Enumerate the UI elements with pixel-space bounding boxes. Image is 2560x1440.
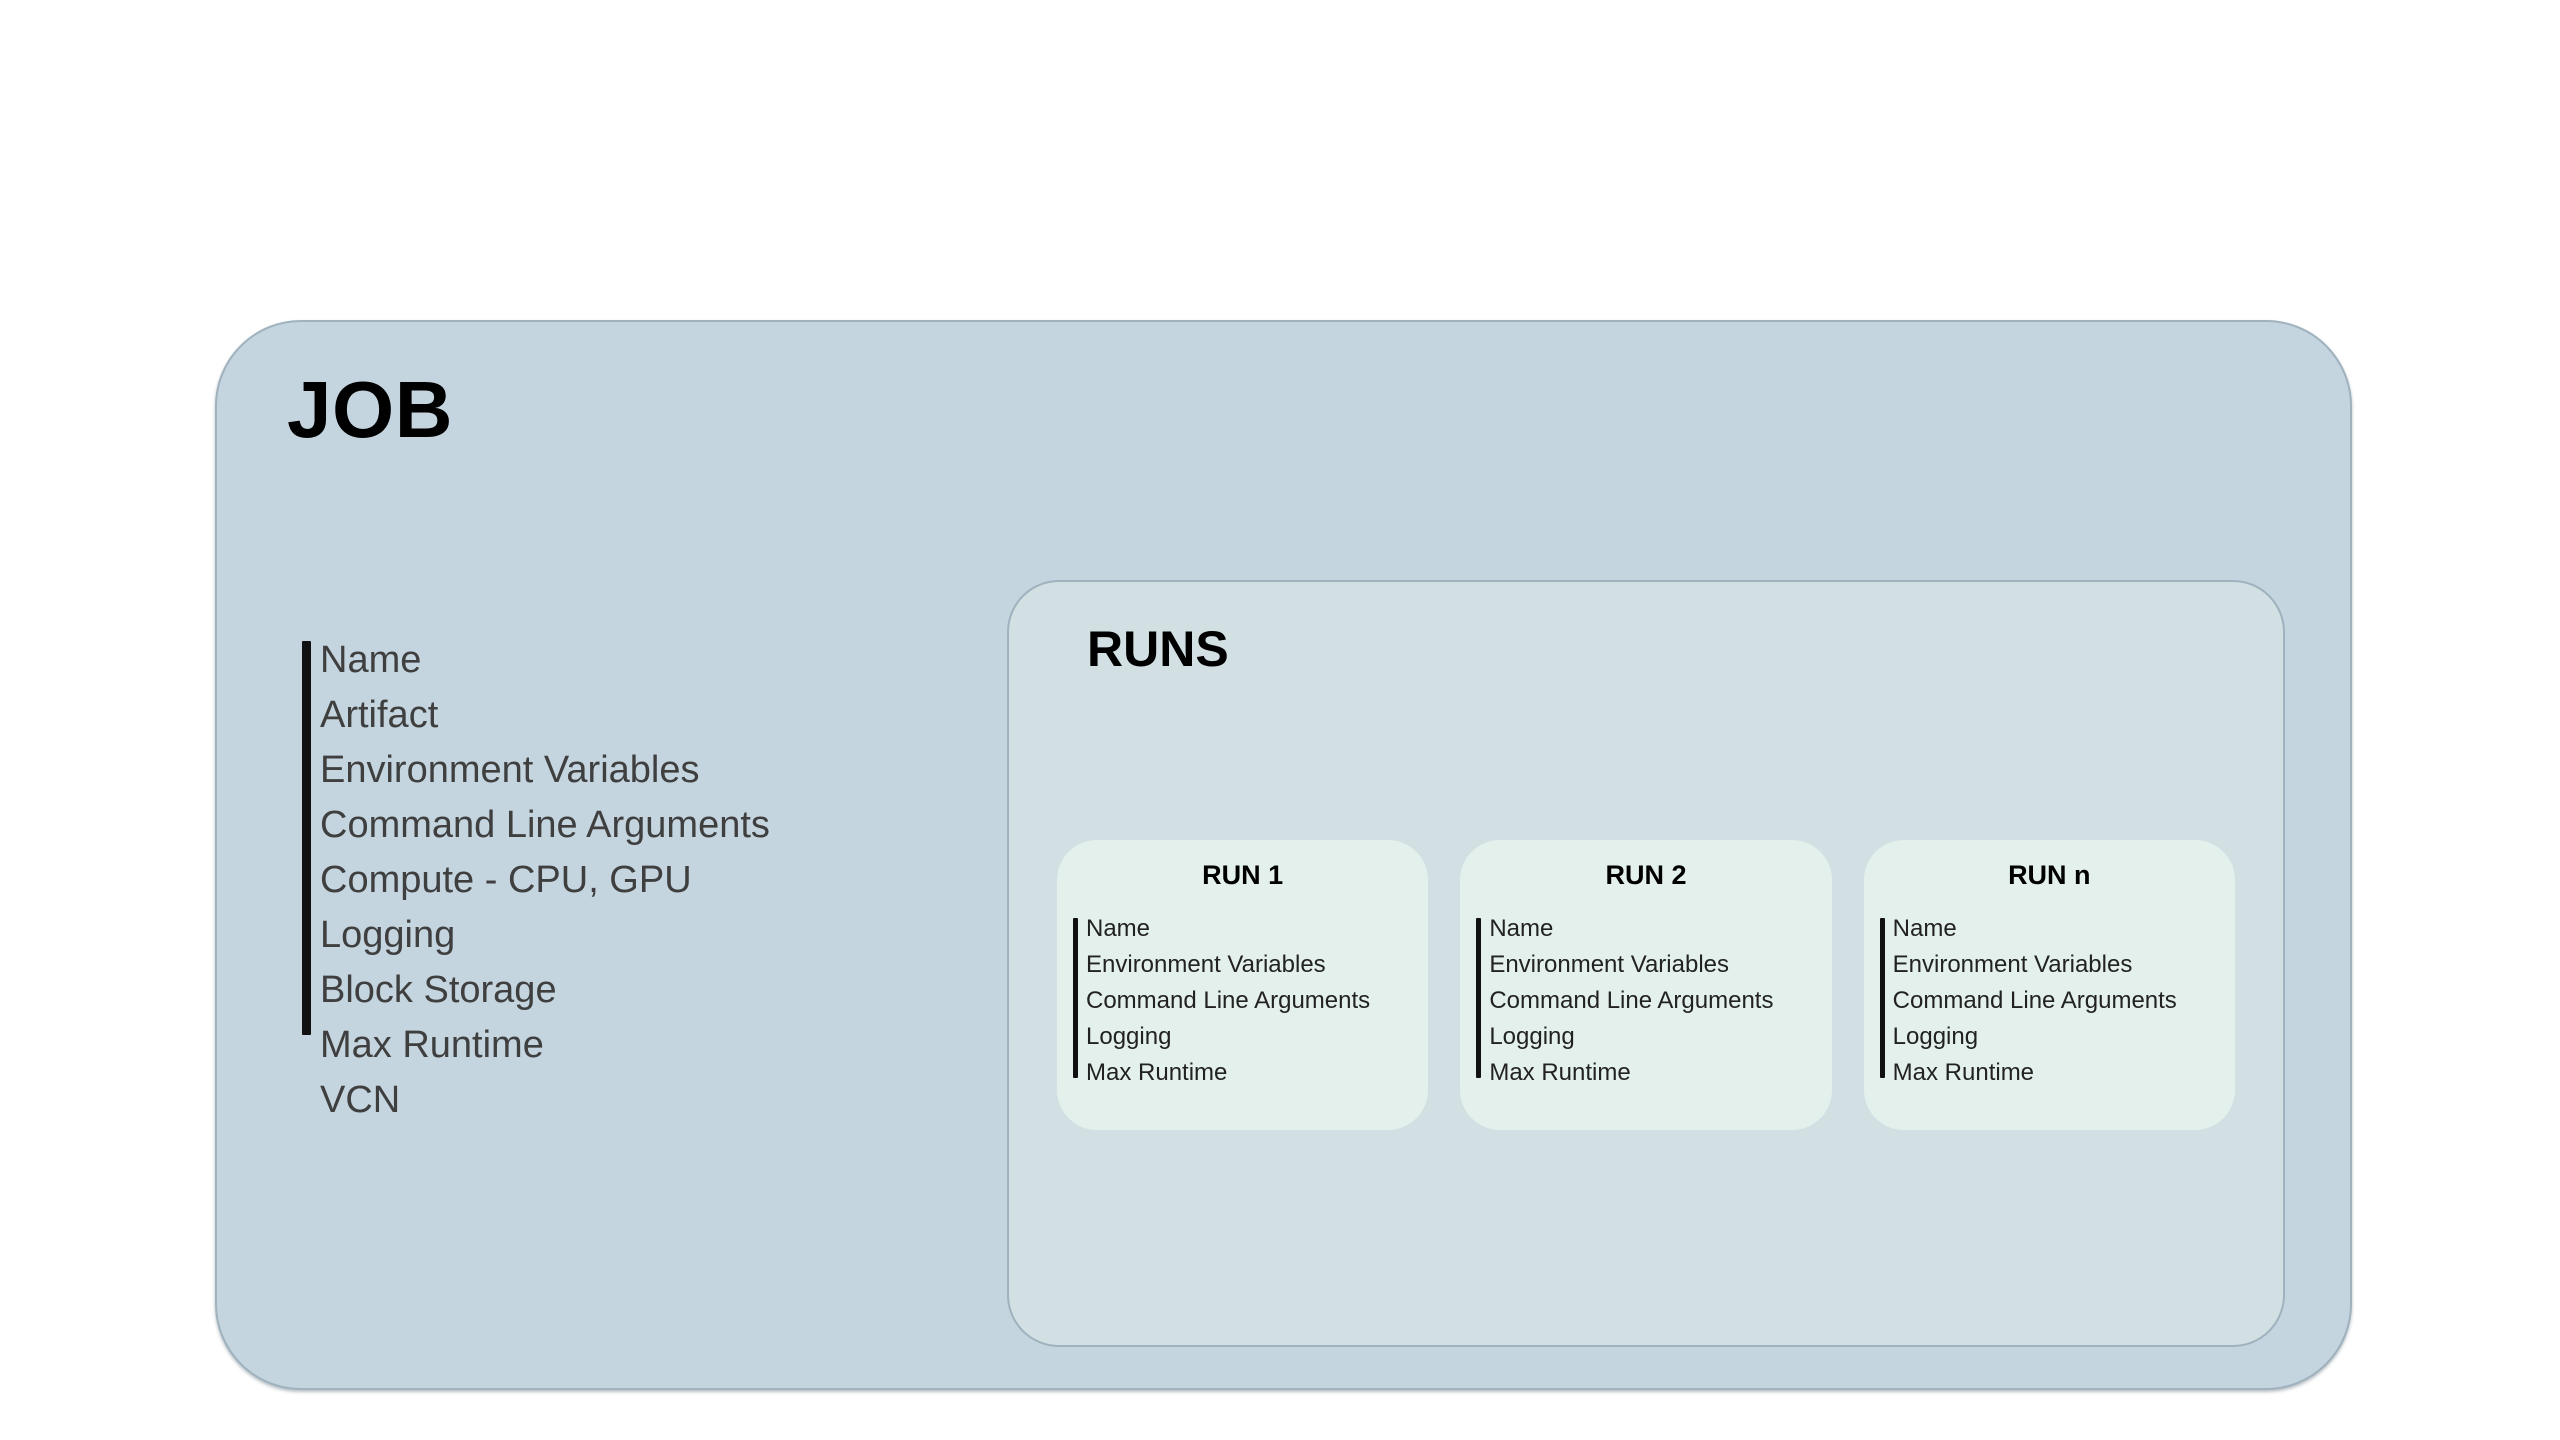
list-item: Name <box>1489 915 1554 942</box>
run-list-rule-icon <box>1476 918 1482 1078</box>
list-item: Name <box>320 639 422 681</box>
run-card-2[interactable]: RUN 2 Name Environment Variables Command… <box>1460 840 1832 1130</box>
run-attribute-items: Name Environment Variables Command Line … <box>1086 915 1428 1087</box>
job-attribute-list: Name Artifact Environment Variables Comm… <box>302 637 942 1132</box>
list-item: Max Runtime <box>320 1024 544 1066</box>
run-attribute-list: Name Environment Variables Command Line … <box>1476 915 1831 1087</box>
job-title: JOB <box>287 365 453 454</box>
list-item: Logging <box>320 914 456 956</box>
run-card-1[interactable]: RUN 1 Name Environment Variables Command… <box>1057 840 1429 1130</box>
list-item: Max Runtime <box>1489 1059 1631 1086</box>
list-item: Logging <box>1489 1023 1575 1050</box>
list-item: Environment Variables <box>1086 951 1326 978</box>
list-item: Compute - CPU, GPU <box>320 859 692 901</box>
list-item: Block Storage <box>320 969 557 1011</box>
list-item: Command Line Arguments <box>1892 987 2177 1014</box>
list-item: Command Line Arguments <box>1086 987 1371 1014</box>
runs-container: RUNS RUN 1 Name Environment Variables Co… <box>1007 580 2285 1347</box>
runs-title: RUNS <box>1087 621 1229 677</box>
list-item: Command Line Arguments <box>320 804 770 846</box>
job-attribute-items: Name Artifact Environment Variables Comm… <box>320 637 942 1123</box>
job-container: JOB Name Artifact Environment Variables … <box>215 320 2352 1390</box>
list-item: Artifact <box>320 694 439 736</box>
run-attribute-list: Name Environment Variables Command Line … <box>1879 915 2235 1087</box>
list-item: Environment Variables <box>320 749 700 791</box>
run-list-rule-icon <box>1879 918 1885 1078</box>
list-item: VCN <box>320 1079 401 1121</box>
run-card-title: RUN n <box>2008 860 2091 890</box>
run-card-row: RUN 1 Name Environment Variables Command… <box>1057 840 2235 1130</box>
list-item: Logging <box>1892 1023 1979 1050</box>
run-attribute-list: Name Environment Variables Command Line … <box>1073 915 1428 1087</box>
list-item: Logging <box>1086 1023 1172 1050</box>
list-item: Max Runtime <box>1892 1059 2035 1086</box>
list-item: Command Line Arguments <box>1489 987 1774 1014</box>
list-item: Name <box>1086 915 1151 942</box>
run-attribute-items: Name Environment Variables Command Line … <box>1489 915 1831 1087</box>
job-list-rule-icon <box>302 641 311 1035</box>
run-card-title: RUN 1 <box>1202 860 1284 890</box>
run-card-title: RUN 2 <box>1605 860 1687 890</box>
list-item: Environment Variables <box>1489 951 1729 978</box>
run-attribute-items: Name Environment Variables Command Line … <box>1893 915 2235 1087</box>
run-list-rule-icon <box>1073 918 1078 1078</box>
list-item: Max Runtime <box>1086 1059 1228 1086</box>
list-item: Name <box>1892 915 1957 942</box>
run-card-n[interactable]: RUN n Name Environment Variables Command… <box>1863 840 2235 1130</box>
list-item: Environment Variables <box>1892 951 2133 978</box>
